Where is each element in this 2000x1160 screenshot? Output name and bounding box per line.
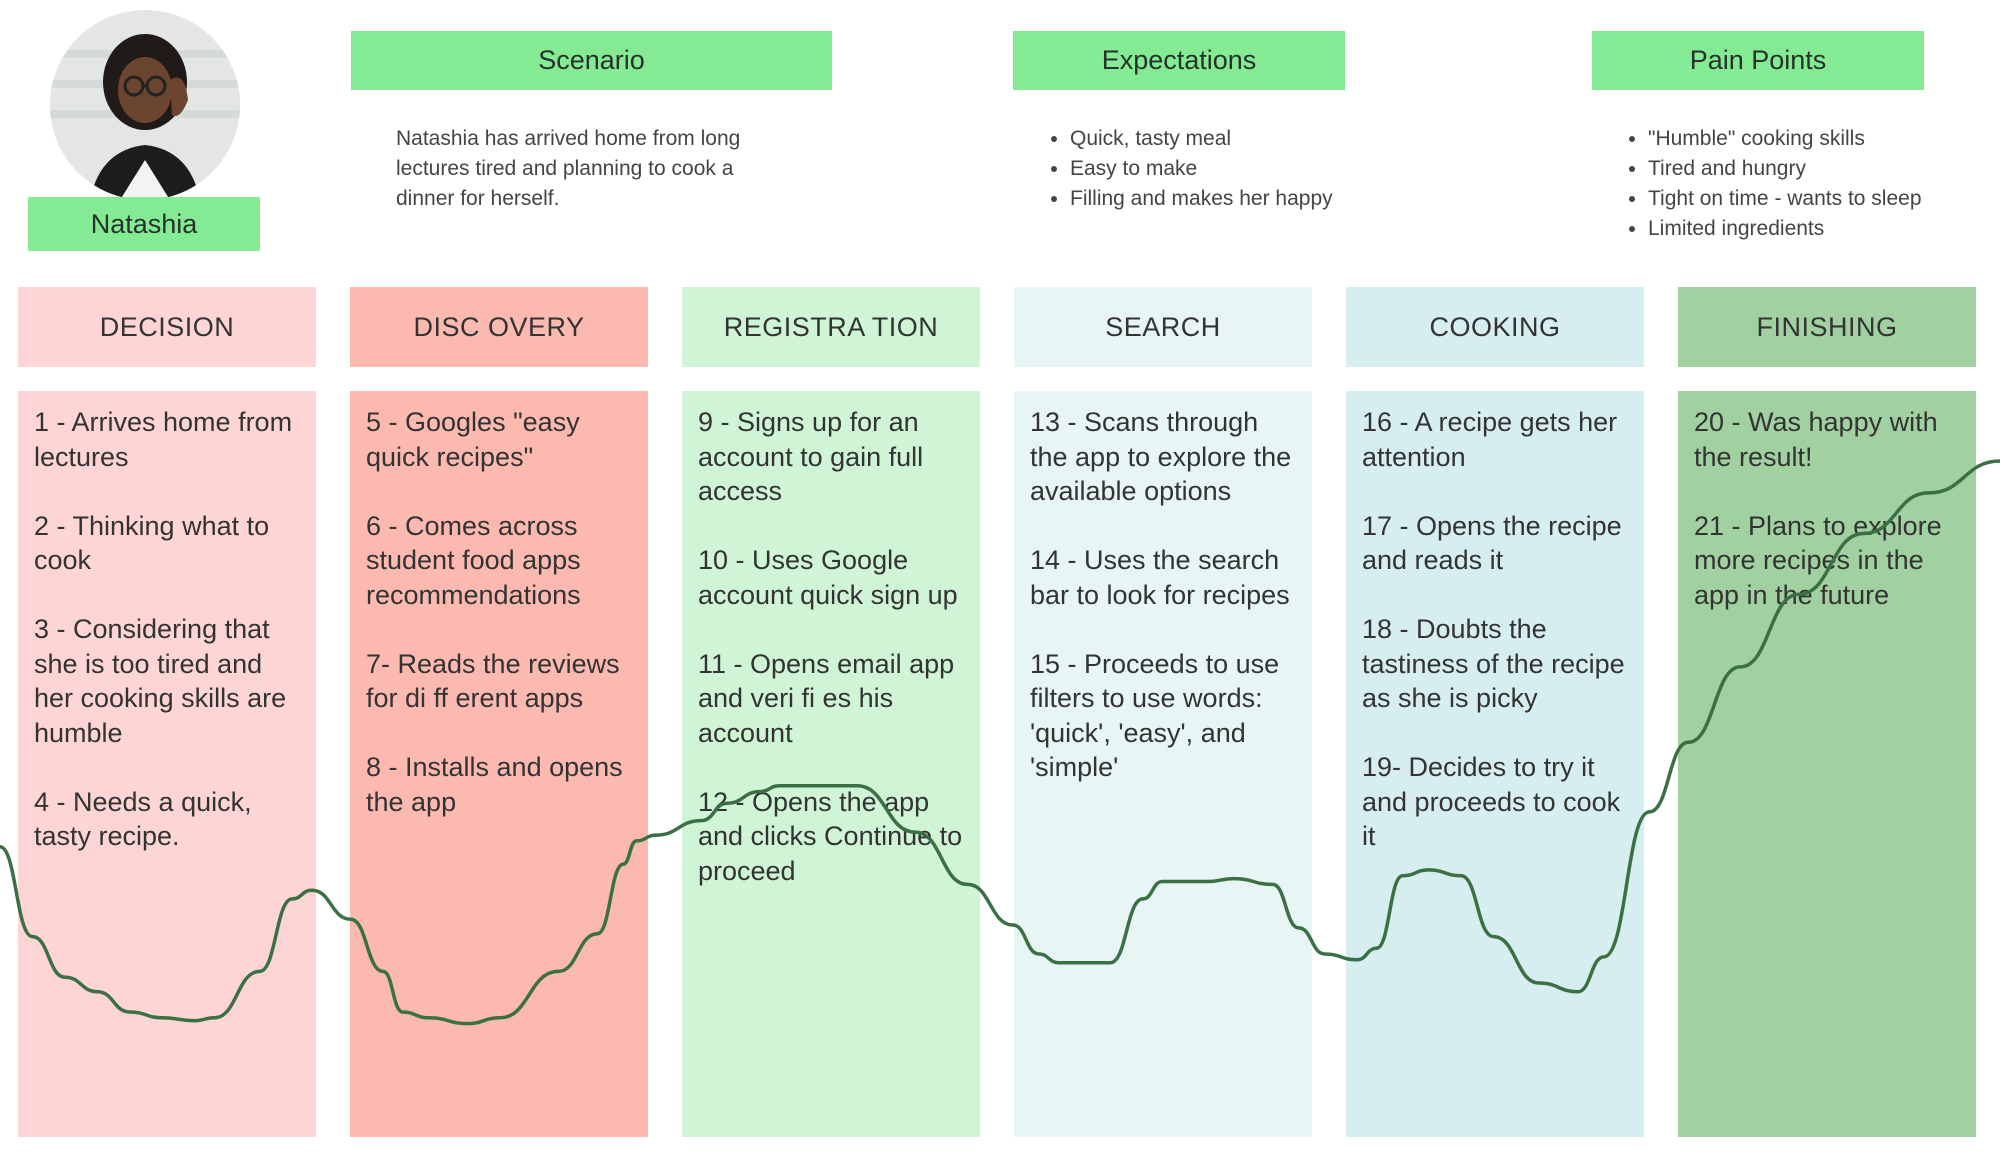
step-item: 13 - Scans through the app to explore th… bbox=[1030, 407, 1292, 506]
scenario-text: Natashia has arrived home from long lect… bbox=[396, 127, 741, 210]
expectation-item: Easy to make bbox=[1070, 154, 1400, 184]
stage-header-cooking: COOKING bbox=[1346, 287, 1644, 367]
stage-header-search: SEARCH bbox=[1014, 287, 1312, 367]
step-item: 10 - Uses Google account quick sign up bbox=[698, 545, 958, 610]
stage-column-discovery: 5 - Googles "easy quick recipes" 6 - Com… bbox=[350, 391, 648, 1137]
pain-points-heading: Pain Points bbox=[1592, 31, 1924, 90]
pain-point-item: Tired and hungry bbox=[1648, 154, 1988, 184]
stage-column-search: 13 - Scans through the app to explore th… bbox=[1014, 391, 1312, 1137]
pain-point-item: Limited ingredients bbox=[1648, 214, 1988, 244]
expectation-item: Quick, tasty meal bbox=[1070, 124, 1400, 154]
stage-column-cooking: 16 - A recipe gets her attention 17 - Op… bbox=[1346, 391, 1644, 1137]
persona-avatar bbox=[50, 10, 240, 200]
step-item: 1 - Arrives home from lectures bbox=[34, 407, 293, 472]
stage-column-decision: 1 - Arrives home from lectures 2 - Think… bbox=[18, 391, 316, 1137]
stage-header-finishing: FINISHING bbox=[1678, 287, 1976, 367]
step-item: 9 - Signs up for an account to gain full… bbox=[698, 407, 924, 506]
persona-photo-icon bbox=[50, 10, 240, 200]
expectation-item: Filling and makes her happy bbox=[1070, 184, 1400, 214]
stage-header-registration: REGISTRA TION bbox=[682, 287, 980, 367]
step-item: 16 - A recipe gets her attention bbox=[1362, 407, 1618, 472]
pain-points-list: "Humble" cooking skills Tired and hungry… bbox=[1624, 124, 1988, 244]
step-item: 11 - Opens email app and veri fi es his … bbox=[698, 648, 955, 748]
step-item: 7- Reads the reviews for di ff erent app… bbox=[366, 648, 620, 714]
stage-header-discovery: DISC OVERY bbox=[350, 287, 648, 367]
step-item: 14 - Uses the search bar to look for rec… bbox=[1030, 545, 1290, 610]
stage-column-registration: 9 - Signs up for an account to gain full… bbox=[682, 391, 980, 1137]
step-item: 6 - Comes across student food apps recom… bbox=[366, 510, 581, 610]
step-item: 18 - Doubts the tastiness of the recipe … bbox=[1362, 614, 1625, 713]
step-item: 21 - Plans to explore more recipes in th… bbox=[1694, 510, 1942, 610]
step-item: 2 - Thinking what to cook bbox=[34, 510, 270, 576]
stage-header-decision: DECISION bbox=[18, 287, 316, 367]
stage-column-finishing: 20 - Was happy with the result! 21 - Pla… bbox=[1678, 391, 1976, 1137]
pain-point-item: "Humble" cooking skills bbox=[1648, 124, 1988, 154]
step-item: 17 - Opens the recipe and reads it bbox=[1362, 510, 1622, 576]
persona-name-label: Natashia bbox=[28, 197, 260, 251]
pain-point-item: Tight on time - wants to sleep bbox=[1648, 184, 1988, 214]
step-item: 3 - Considering that she is too tired an… bbox=[34, 614, 287, 748]
step-item: 19- Decides to try it and proceeds to co… bbox=[1362, 752, 1621, 851]
step-item: 15 - Proceeds to use filters to use word… bbox=[1030, 648, 1280, 783]
step-item: 20 - Was happy with the result! bbox=[1694, 407, 1938, 472]
step-item: 4 - Needs a quick, tasty recipe. bbox=[34, 786, 252, 852]
expectations-list: Quick, tasty meal Easy to make Filling a… bbox=[1046, 124, 1400, 214]
step-item: 12 - Opens the app and clicks Continue t… bbox=[698, 786, 963, 886]
scenario-heading: Scenario bbox=[351, 31, 832, 90]
expectations-heading: Expectations bbox=[1013, 31, 1345, 90]
step-item: 5 - Googles "easy quick recipes" bbox=[366, 407, 580, 472]
step-item: 8 - Installs and opens the app bbox=[366, 752, 623, 817]
